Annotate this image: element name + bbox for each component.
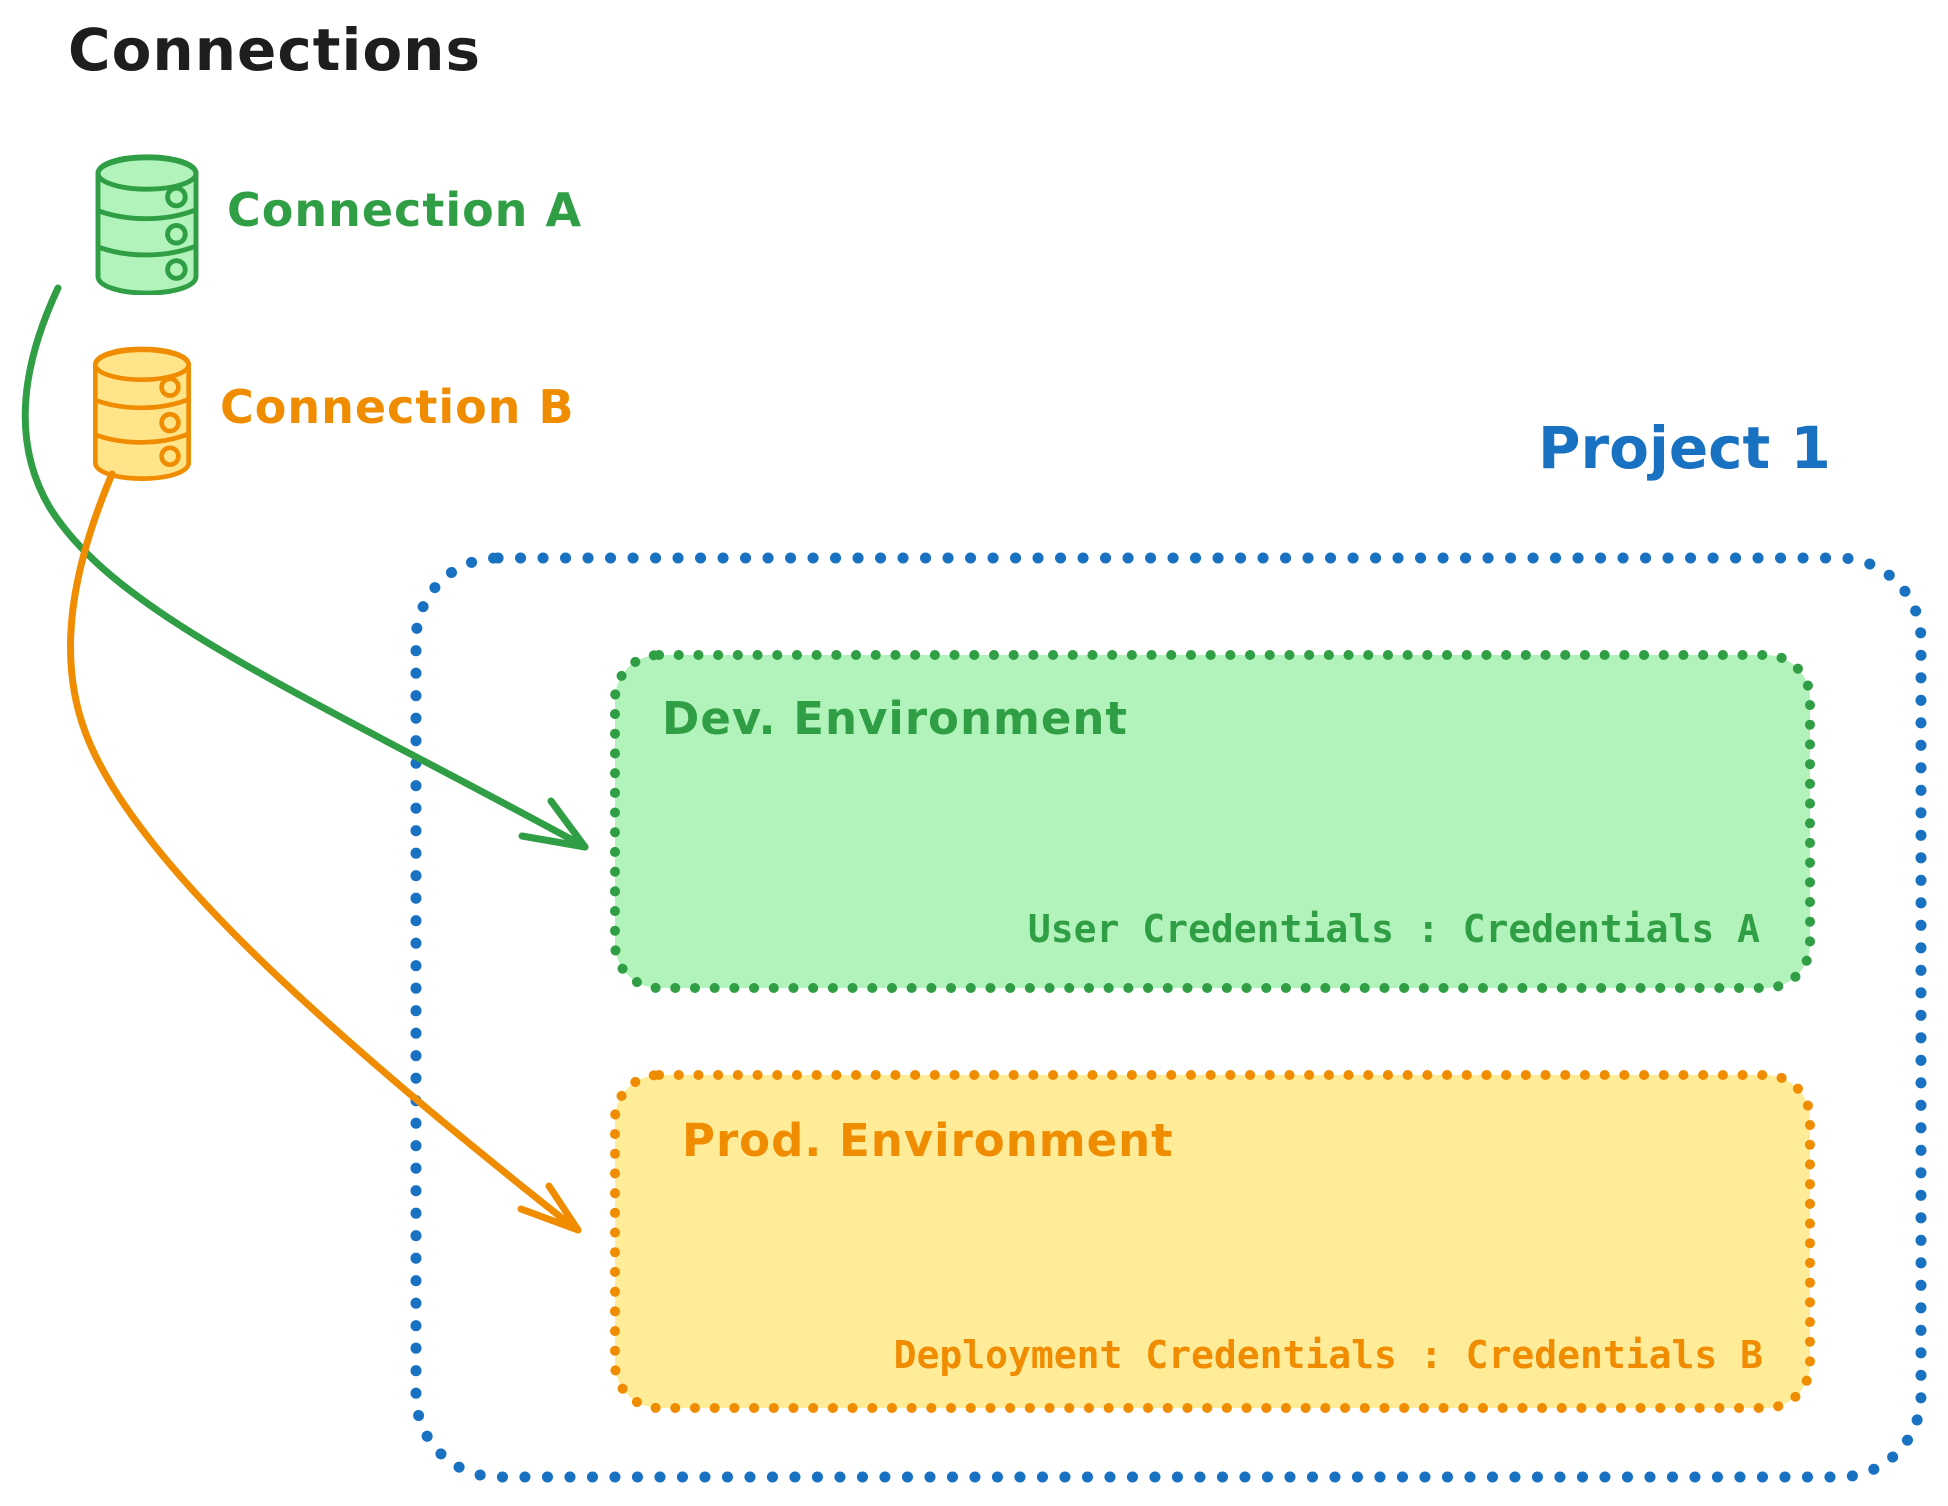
connection-b-label: Connection B bbox=[220, 380, 575, 434]
prod-environment-border bbox=[610, 1070, 1815, 1413]
dev-environment-credentials: User Credentials : Credentials A bbox=[1027, 907, 1760, 951]
dev-environment-border bbox=[610, 650, 1815, 993]
database-icon-connection-b bbox=[93, 346, 192, 481]
dev-environment-title: Dev. Environment bbox=[662, 692, 1128, 745]
project-title: Project 1 bbox=[1538, 414, 1831, 482]
dev-environment-box: Dev. Environment User Credentials : Cred… bbox=[610, 650, 1815, 993]
prod-environment-title: Prod. Environment bbox=[682, 1114, 1174, 1167]
project-box bbox=[410, 552, 1927, 1483]
diagram-title: Connections bbox=[68, 16, 481, 84]
project-box-border bbox=[410, 552, 1927, 1483]
prod-environment-credentials: Deployment Credentials : Credentials B bbox=[893, 1333, 1763, 1377]
connection-a-label: Connection A bbox=[227, 183, 583, 237]
prod-environment-box: Prod. Environment Deployment Credentials… bbox=[610, 1070, 1815, 1413]
database-icon-connection-a bbox=[95, 154, 199, 295]
